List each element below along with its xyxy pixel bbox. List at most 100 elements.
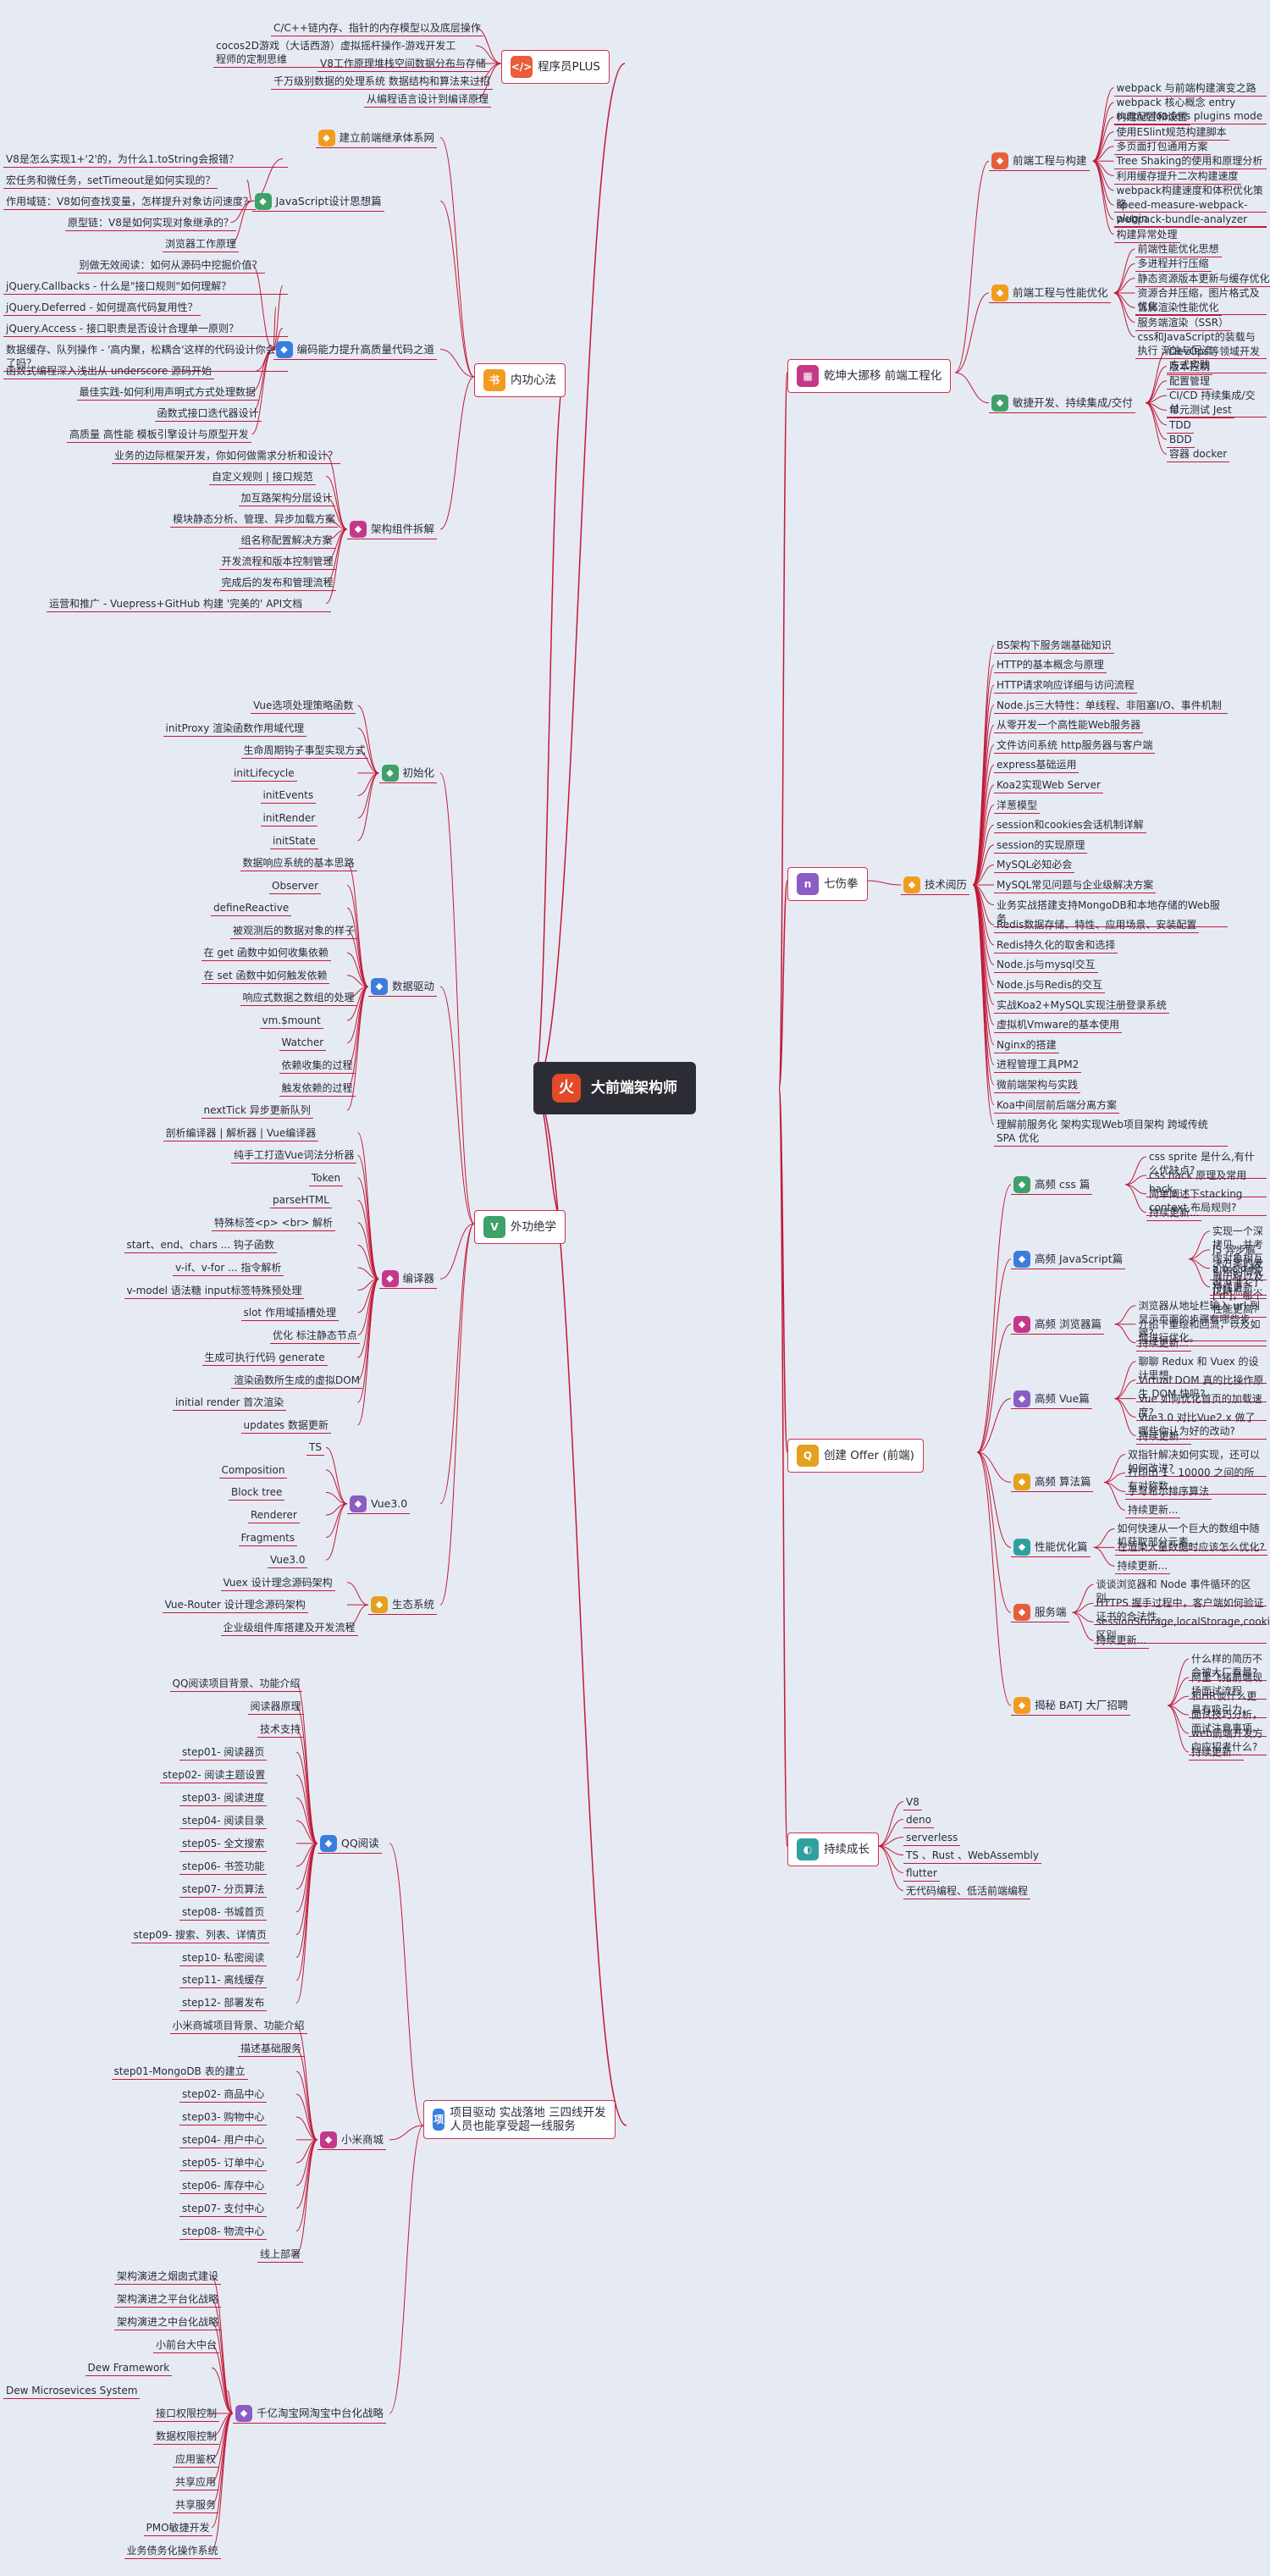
sub-right-0-2[interactable]: ◆敏捷开发、持续集成/交付 [989, 394, 1135, 413]
connector142 [1113, 292, 1135, 308]
connector226 [877, 1837, 904, 1847]
leaf-left-3-0-0: QQ阅读项目背景、功能介绍 [169, 1676, 303, 1693]
connector187 [976, 1258, 1012, 1453]
sub-left-2-3[interactable]: ◆Vue3.0 [347, 1495, 411, 1514]
sub-right-2-2[interactable]: ◆高频 浏览器篇 [1011, 1315, 1104, 1335]
sub-left-2-0[interactable]: ◆初始化 [378, 764, 438, 783]
leaf-right-1-0-15: Redis持久化的取舍和选择 [994, 937, 1118, 954]
connector195 [1114, 1324, 1136, 1344]
sub-icon-0-1: ◆ [991, 284, 1008, 301]
leaf-right-0-2-2: 配置管理 [1167, 373, 1213, 390]
branch-label: 项目驱动 实战落地 三四线开发人员也能享受超一线服务 [450, 2106, 606, 2133]
leaf-text: 持续更新... [1191, 1746, 1242, 1758]
connector108 [295, 2139, 318, 2232]
leaf-right-0-1-3: 资源合并压缩，图片格式及优化 [1135, 285, 1267, 315]
leaf-left-3-0-2: 技术支持 [257, 1722, 304, 1739]
leaf-left-3-0-4: step02- 阅读主题设置 [160, 1767, 268, 1784]
leaf-right-1-0-20: Nginx的搭建 [994, 1037, 1059, 1053]
leaf-text: C/C++链内存、指针的内存模型以及底层操作 [273, 22, 481, 34]
sub-left-1-1[interactable]: ◆JavaScript设计思想篇 [251, 192, 384, 212]
leaf-text: 生命周期钩子事型实现方式 [243, 744, 366, 757]
connector156 [972, 644, 995, 886]
leaf-text: 使用ESlint规范构建脚本 [1116, 125, 1227, 138]
connector155 [866, 880, 902, 886]
leaf-left-0-1: cocos2D游戏（大话西游）虚拟摇杆操作-游戏开发工程师的定制思维 [213, 38, 464, 68]
leaf-right-2-3-2: Vue 如何优化首页的加载速度? [1135, 1391, 1267, 1421]
connector0 [533, 63, 626, 1089]
leaf-left-3-2-6: 接口权限控制 [153, 2406, 220, 2422]
leaf-right-1-0-8: 洋葱模型 [994, 798, 1041, 814]
connector202 [976, 1451, 1012, 1483]
leaf-text: HTTP的基本概念与原理 [997, 659, 1104, 672]
leaf-text: 组名称配置解决方案 [240, 533, 333, 546]
leaf-left-2-0-3: initLifecycle [231, 766, 297, 782]
sub-icon-2-6: ◆ [1013, 1604, 1030, 1622]
connector111 [211, 2275, 234, 2414]
connector99 [295, 2025, 318, 2141]
leaf-left-2-4-2: 企业级组件库搭建及开发流程 [220, 1620, 358, 1636]
leaf-left-2-2-11: 渲染函数所生成的虚拟DOM [231, 1373, 363, 1389]
sub-right-2-1[interactable]: ◆高频 JavaScript篇 [1011, 1250, 1126, 1269]
leaf-text: step03- 阅读进度 [182, 1792, 265, 1805]
connector135 [1092, 160, 1114, 220]
sub-right-1-0[interactable]: ◆技术阅历 [901, 876, 970, 895]
leaf-text: 在渲染大量数据时应该怎么优化? [1117, 1541, 1265, 1554]
connector196 [976, 1398, 1012, 1453]
sub-left-3-0[interactable]: ◆QQ阅读 [318, 1834, 382, 1854]
sub-right-2-0[interactable]: ◆高频 css 篇 [1011, 1175, 1093, 1195]
leaf-text: initState [273, 834, 316, 847]
leaf-text: Vuex 设计理念源码架构 [223, 1576, 333, 1589]
leaf-text: step11- 离线缓存 [182, 1974, 265, 1987]
leaf-text: Dew Microsevices System [6, 2385, 138, 2397]
project-icon: 项 [433, 2109, 445, 2131]
sub-right-2-3[interactable]: ◆高频 Vue篇 [1011, 1390, 1092, 1409]
connector60 [357, 1222, 379, 1280]
leaf-left-2-0-4: initEvents [260, 788, 317, 804]
connector153 [1145, 402, 1168, 455]
leaf-text: 简单阐述下stacking context,布局规则? [1149, 1187, 1243, 1213]
leaf-text: step01-MongoDB 表的建立 [113, 2065, 246, 2078]
leaf-right-1-0-18: 实战Koa2+MySQL实现注册登录系统 [994, 998, 1169, 1014]
leaf-text: css hack 原理及常用 hack。 [1149, 1169, 1247, 1195]
connector182 [976, 1184, 1012, 1453]
sub-right-2-4[interactable]: ◆高频 算法篇 [1011, 1473, 1094, 1493]
leaf-left-3-2-7: 数据权限控制 [153, 2429, 220, 2445]
leaf-text: 前端性能优化思想 [1137, 243, 1219, 256]
leaf-right-0-1-6: css和JavaScript的装载与执行 渐油与回流 [1135, 329, 1267, 359]
sub-left-3-2[interactable]: ◆千亿淘宝网淘宝中台化战略 [233, 2404, 387, 2424]
sub-left-2-2[interactable]: ◆编译器 [378, 1269, 438, 1290]
connector46 [346, 930, 369, 987]
connector35 [357, 705, 379, 774]
sub-right-2-6[interactable]: ◆服务端 [1011, 1603, 1069, 1623]
branch-right-0[interactable]: ▦乾坤大挪移 前端工程化 [787, 359, 952, 393]
sub-right-2-5[interactable]: ◆性能优化篇 [1011, 1538, 1091, 1558]
branch-left-3[interactable]: 项项目驱动 实战落地 三四线开发人员也能享受超一线服务 [423, 2100, 616, 2139]
sub-left-2-1[interactable]: ◆数据驱动 [368, 977, 438, 998]
sub-right-0-1[interactable]: ◆前端工程与性能优化 [989, 284, 1111, 303]
leaf-left-2-2-5: start、end、chars ... 钩子函数 [124, 1237, 277, 1254]
leaf-left-0-2: V8工作原理堆栈空间数据分布与存储 [318, 56, 489, 72]
leaf-text: 理解前服务化 架构实现Web项目架构 跨域传统SPA 优化 [997, 1119, 1208, 1145]
branch-left-0[interactable]: </>程序员PLUS [501, 50, 610, 84]
leaf-left-3-0-13: step11- 离线缓存 [179, 1972, 268, 1989]
sub-right-2-7[interactable]: ◆揭秘 BATJ 大厂招聘 [1011, 1696, 1131, 1716]
leaf-text: 宏任务和微任务，setTimeout是如何实现的？ [6, 174, 216, 186]
leaf-text: step06- 库存中心 [182, 2179, 265, 2192]
connector198 [1114, 1379, 1136, 1400]
sub-left-2-4[interactable]: ◆生态系统 [368, 1595, 438, 1616]
sub-right-0-0[interactable]: ◆前端工程与构建 [989, 152, 1090, 172]
leaf-text: 在 set 函数中如何触发依赖 [203, 969, 328, 981]
branch-right-3[interactable]: ◐持续成长 [787, 1832, 879, 1866]
leaf-text: jQuery.Callbacks - 什么是"接口规则"如何理解？ [6, 279, 232, 292]
sub-left-3-1[interactable]: ◆小米商城 [318, 2131, 387, 2150]
branch-left-1[interactable]: 书内功心法 [474, 363, 566, 397]
sub-left-1-2[interactable]: ◆编码能力提升高质量代码之道 [273, 340, 438, 360]
leaf-text: 聊聊 Redux 和 Vuex 的设计思想。 [1138, 1355, 1259, 1381]
leaf-text: session和cookies会话机制详解 [997, 819, 1144, 832]
sub-left-1-3[interactable]: ◆架构组件拆解 [347, 520, 438, 539]
leaf-left-1-1-0: V8是怎么实现1+'2'的，为什么1.toString会报错？ [3, 152, 288, 168]
sub-left-1-0[interactable]: ◆建立前端继承体系网 [315, 129, 438, 148]
